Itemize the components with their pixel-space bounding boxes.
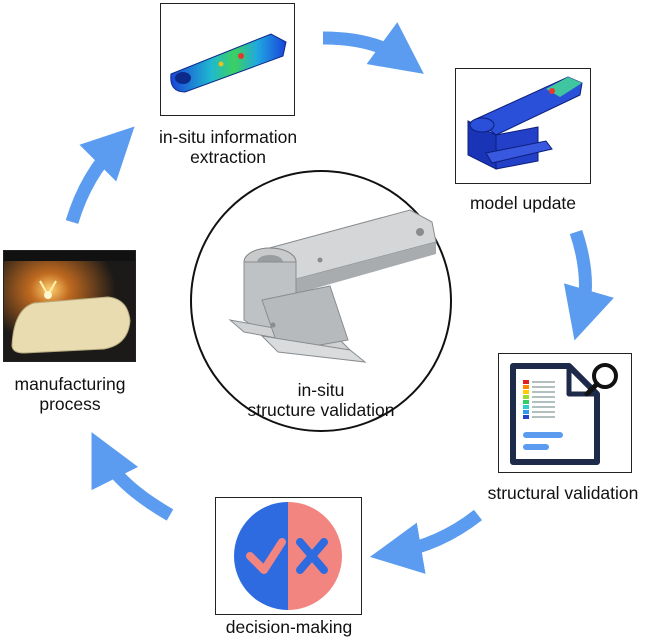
metal-bracket-part-icon xyxy=(228,209,437,363)
document-search-icon xyxy=(510,363,618,465)
label-extraction-line1: in-situ information xyxy=(158,127,298,147)
label-manufacturing-line2: process xyxy=(39,394,101,414)
label-extraction-line2: extraction xyxy=(190,147,266,167)
arrow-validation-to-decision xyxy=(369,509,483,574)
panel-model-update xyxy=(455,68,591,184)
label-model-update: model update xyxy=(469,193,577,213)
label-extraction: in-situ information extraction xyxy=(136,127,320,167)
panel-decision-making xyxy=(215,497,362,615)
arrow-extraction-to-model xyxy=(322,22,424,74)
center-title-line2: structure validation xyxy=(247,400,395,420)
arrow-model-to-validation xyxy=(563,229,614,341)
label-structural-validation: structural validation xyxy=(487,483,639,503)
check-cross-icon xyxy=(234,502,342,610)
fem-stress-part-icon xyxy=(170,33,287,93)
label-decision-making: decision-making xyxy=(225,617,353,637)
printer-build-chamber-icon xyxy=(4,251,135,361)
arrow-manufacturing-to-extraction xyxy=(65,126,135,224)
center-title: in-situ structure validation xyxy=(221,380,421,420)
panel-structural-validation xyxy=(498,353,632,473)
cross-mark-icon xyxy=(296,538,328,574)
label-manufacturing: manufacturing process xyxy=(0,374,140,414)
label-manufacturing-line1: manufacturing xyxy=(14,374,126,394)
panel-manufacturing xyxy=(3,250,136,362)
arrow-decision-to-manufacturing xyxy=(91,432,174,521)
fem-model-part-icon xyxy=(467,76,583,170)
center-title-line1: in-situ xyxy=(297,380,345,400)
panel-extraction xyxy=(160,3,295,116)
check-mark-icon xyxy=(246,538,286,574)
